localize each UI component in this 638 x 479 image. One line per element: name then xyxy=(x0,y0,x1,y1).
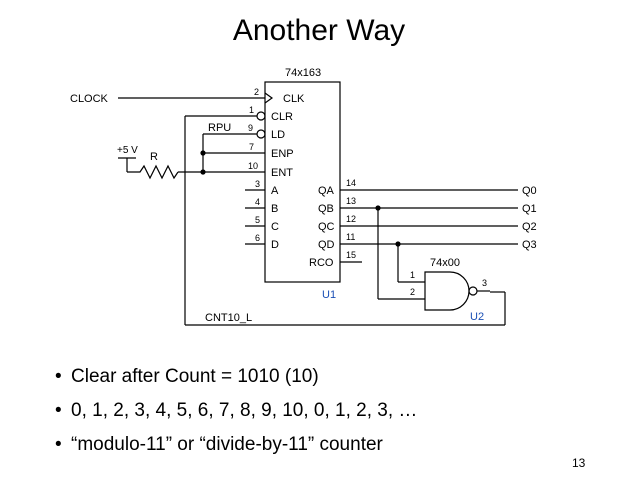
pin-number: 3 xyxy=(255,179,260,189)
pin-number: 5 xyxy=(255,215,260,225)
counter-schematic: 74x163 U1 2 1 9 7 10 3 4 5 6 CLK CLR LD … xyxy=(70,67,537,326)
nand-part-label: 74x00 xyxy=(430,257,460,269)
bullet-item: • Clear after Count = 1010 (10) xyxy=(55,360,417,394)
q1-label: Q1 xyxy=(522,203,537,215)
rpu-label: RPU xyxy=(208,122,231,134)
pin-number: 10 xyxy=(248,161,258,171)
pin-number: 3 xyxy=(482,278,487,288)
pin-name: QC xyxy=(318,221,335,233)
pin-name: QA xyxy=(318,185,335,197)
pin-number: 12 xyxy=(346,214,356,224)
pin-number: 11 xyxy=(346,232,355,242)
pin-number: 7 xyxy=(249,142,254,152)
clock-label: CLOCK xyxy=(70,93,109,105)
pin-number: 9 xyxy=(248,123,253,133)
bullet-dot: • xyxy=(55,366,62,387)
counter-ref-label: U1 xyxy=(322,289,336,301)
pin-number: 15 xyxy=(346,250,356,260)
q0-label: Q0 xyxy=(522,185,537,197)
pin-name: CLR xyxy=(271,111,293,123)
pin-number: 4 xyxy=(255,197,260,207)
pin-name: ENP xyxy=(271,148,294,160)
counter-part-label: 74x163 xyxy=(285,67,321,79)
nand-ref-label: U2 xyxy=(470,311,484,323)
resistor-label: R xyxy=(150,151,158,163)
slide-title: Another Way xyxy=(232,14,406,47)
bullet-text: Clear after Count = 1010 (10) xyxy=(71,366,319,387)
pin-number: 1 xyxy=(249,105,254,115)
bullet-list: • Clear after Count = 1010 (10) • 0, 1, 2,… xyxy=(55,360,417,462)
pin-name: RCO xyxy=(309,257,334,269)
pin-number: 1 xyxy=(410,270,415,280)
q2-label: Q2 xyxy=(522,221,537,233)
pin-name: CLK xyxy=(283,93,305,105)
pin-number: 14 xyxy=(346,178,356,188)
bullet-dot: • xyxy=(55,434,62,455)
net-label: CNT10_L xyxy=(205,312,252,324)
pin-name: B xyxy=(271,203,278,215)
bullet-dot: • xyxy=(55,400,62,421)
pin-name: D xyxy=(271,239,279,251)
slide-number: 13 xyxy=(572,456,586,470)
pin-number: 2 xyxy=(254,87,259,97)
bullet-text: “modulo-11” or “divide-by-11” counter xyxy=(71,434,383,455)
pin-number: 2 xyxy=(410,287,415,297)
bullet-item: • “modulo-11” or “divide-by-11” counter xyxy=(55,428,417,462)
pin-name: ENT xyxy=(271,167,293,179)
pin-name: LD xyxy=(271,129,285,141)
pin-name: C xyxy=(271,221,279,233)
q3-label: Q3 xyxy=(522,239,537,251)
pin-name: QB xyxy=(318,203,334,215)
bullet-text: 0, 1, 2, 3, 4, 5, 6, 7, 8, 9, 10, 0, 1, … xyxy=(71,400,418,421)
pin-name: QD xyxy=(318,239,335,251)
bullet-item: • 0, 1, 2, 3, 4, 5, 6, 7, 8, 9, 10, 0, 1,… xyxy=(55,394,417,428)
pin-number: 13 xyxy=(346,196,356,206)
counter-chip-body xyxy=(264,81,341,283)
vcc-label: +5 V xyxy=(117,145,138,156)
pin-name: A xyxy=(271,185,279,197)
nand-gate-body xyxy=(424,271,470,311)
pin-number: 6 xyxy=(255,233,260,243)
